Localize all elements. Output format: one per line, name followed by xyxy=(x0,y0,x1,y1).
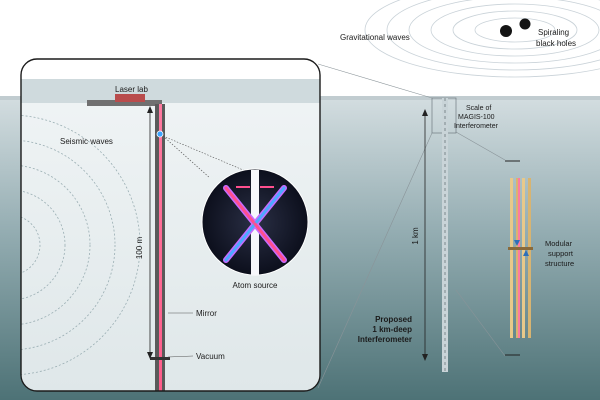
label-seismic-waves: Seismic waves xyxy=(60,137,113,146)
label-gravitational-waves: Gravitational waves xyxy=(340,33,410,42)
inset-panel xyxy=(20,58,321,392)
depth-arrow-1km xyxy=(422,109,428,361)
label-scale-1: Scale of xyxy=(466,105,491,112)
laser-lab-building xyxy=(115,94,145,102)
label-modular-3: structure xyxy=(545,259,574,268)
atom-source-magnifier xyxy=(201,168,309,276)
label-modular-2: support xyxy=(548,249,574,258)
label-proposed-3: Interferometer xyxy=(358,335,412,344)
callout-leaders xyxy=(162,135,263,358)
projection-lines xyxy=(317,63,506,389)
modular-support-structure xyxy=(505,160,533,356)
label-scale-3: Interferometer xyxy=(454,123,499,130)
label-100m: 100 m xyxy=(135,237,144,260)
label-spiraling-1: Spiraling xyxy=(538,28,569,37)
label-vacuum: Vacuum xyxy=(196,352,225,361)
laser-lab-platform xyxy=(87,100,162,106)
laser-beam xyxy=(159,104,162,391)
label-atom-source: Atom source xyxy=(233,281,278,290)
label-scale-2: MAGIS-100 xyxy=(458,114,495,121)
label-modular-1: Modular xyxy=(545,239,573,248)
label-1km: 1 km xyxy=(411,227,420,245)
atom-source-marker xyxy=(156,130,164,138)
label-spiraling-2: black holes xyxy=(536,39,576,48)
gravitational-wave-ripples xyxy=(364,0,600,78)
mirror-plate xyxy=(150,357,170,360)
label-proposed-2: 1 km-deep xyxy=(372,325,412,334)
label-proposed-1: Proposed xyxy=(375,315,412,324)
black-hole-1 xyxy=(500,25,512,37)
seismic-wave-arcs xyxy=(21,114,141,376)
black-hole-2 xyxy=(519,18,531,30)
long-shaft xyxy=(442,98,448,372)
depth-arrow-100m xyxy=(147,106,153,359)
label-laser-lab: Laser lab xyxy=(115,85,148,94)
label-mirror: Mirror xyxy=(196,309,217,318)
